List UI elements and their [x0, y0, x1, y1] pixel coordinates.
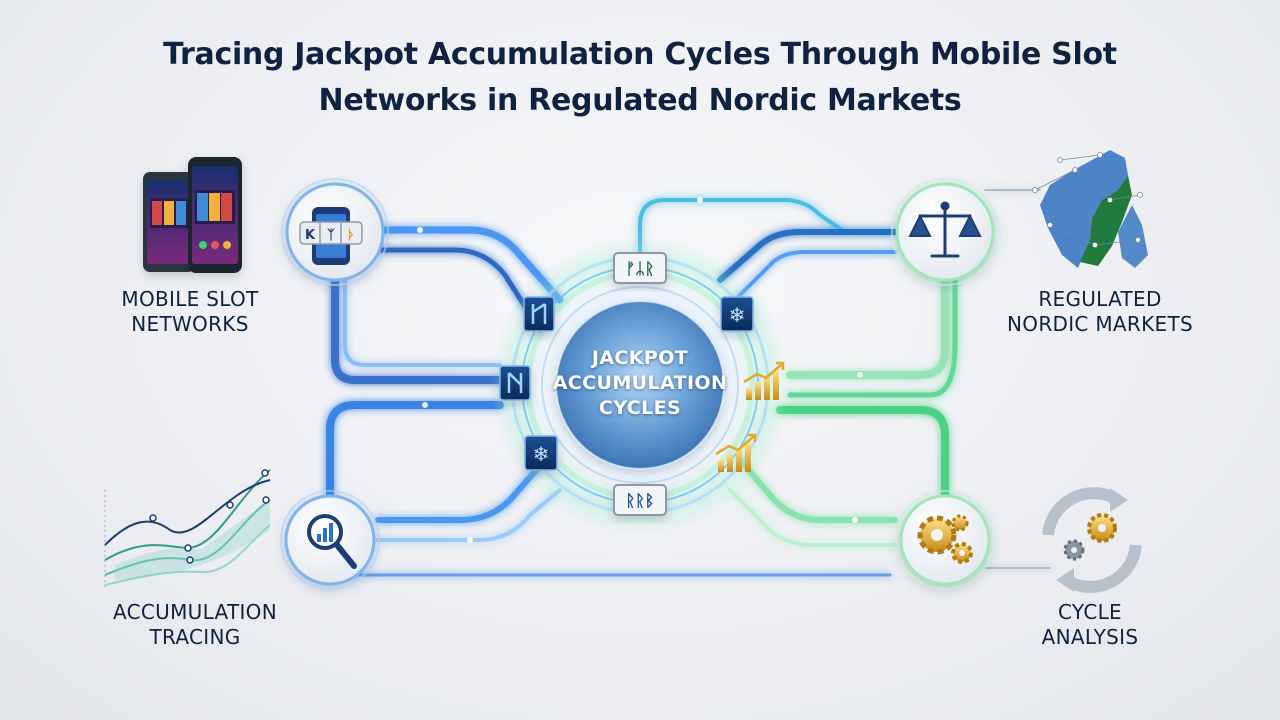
- nordic-map-illustration: [1032, 150, 1148, 268]
- label-accumulation-tracing: ACCUMULATION TRACING: [80, 600, 310, 650]
- growth-chart-badge-right: [743, 361, 785, 400]
- nordic-label-line1: REGULATED: [1038, 287, 1162, 311]
- snowflake-badge-upper-right: ❄: [720, 296, 754, 332]
- snowflake-icon: ❄: [729, 303, 746, 327]
- gears-icon: [917, 514, 973, 564]
- svg-text:K: K: [305, 228, 316, 243]
- center-label-line3: CYCLES: [598, 397, 682, 419]
- label-regulated-nordic-markets: REGULATED NORDIC MARKETS: [990, 287, 1210, 337]
- green-flow-lines: [638, 189, 1051, 569]
- node-accumulation-tracing: [280, 490, 380, 590]
- page-title: Tracing Jackpot Accumulation Cycles Thro…: [163, 37, 1117, 118]
- tracing-label-line2: TRACING: [149, 625, 241, 649]
- node-regulated-nordic-markets: [891, 178, 999, 286]
- node-mobile-slot-networks: K ᛉ ᚦ: [281, 178, 389, 286]
- blue-flow-lines: [326, 226, 892, 577]
- balance-scale-icon: [908, 201, 982, 258]
- rune-badge-left: [499, 365, 531, 401]
- ring-badge-bottom-reel: ᚱᚱᛒ: [613, 484, 667, 516]
- rune-reel-bottom-text: ᚱᚱᛒ: [626, 491, 655, 510]
- svg-text:ᛉ: ᛉ: [327, 228, 335, 243]
- magnifier-chart-icon: [307, 514, 357, 569]
- flow-dots: [417, 197, 863, 543]
- rune-reel-top-text: ᚠᛦᚱ: [626, 259, 655, 278]
- tracing-chart-illustration: [104, 469, 271, 590]
- slot-reels-phone-icon: K ᛉ ᚦ: [299, 207, 363, 265]
- rune-badge-upper-left: [523, 296, 555, 332]
- label-cycle-analysis: CYCLE ANALYSIS: [1000, 600, 1180, 650]
- snowflake-badge-lower-left: ❄: [524, 435, 558, 471]
- ring-badge-top-reel: ᚠᛦᚱ: [613, 252, 667, 284]
- cycle-arrows-illustration: [1042, 487, 1142, 593]
- label-mobile-slot-networks: MOBILE SLOT NETWORKS: [90, 287, 290, 337]
- growth-chart-badge-lower-right: [715, 433, 757, 472]
- smartphones-illustration: [143, 157, 242, 273]
- mobile-label-line1: MOBILE SLOT: [121, 287, 259, 311]
- center-hub-label: JACKPOT ACCUMULATION CYCLES: [520, 346, 760, 421]
- cycle-label-line1: CYCLE: [1058, 600, 1122, 624]
- tracing-label-line1: ACCUMULATION: [113, 600, 277, 624]
- snowflake-icon: ❄: [533, 442, 550, 466]
- mobile-label-line2: NETWORKS: [131, 312, 249, 336]
- center-label-line2: ACCUMULATION: [552, 372, 728, 394]
- svg-text:ᚦ: ᚦ: [347, 228, 355, 243]
- cycle-label-line2: ANALYSIS: [1041, 625, 1139, 649]
- nordic-label-line2: NORDIC MARKETS: [1007, 312, 1193, 336]
- node-cycle-analysis: [895, 490, 995, 590]
- center-label-line1: JACKPOT: [591, 347, 689, 369]
